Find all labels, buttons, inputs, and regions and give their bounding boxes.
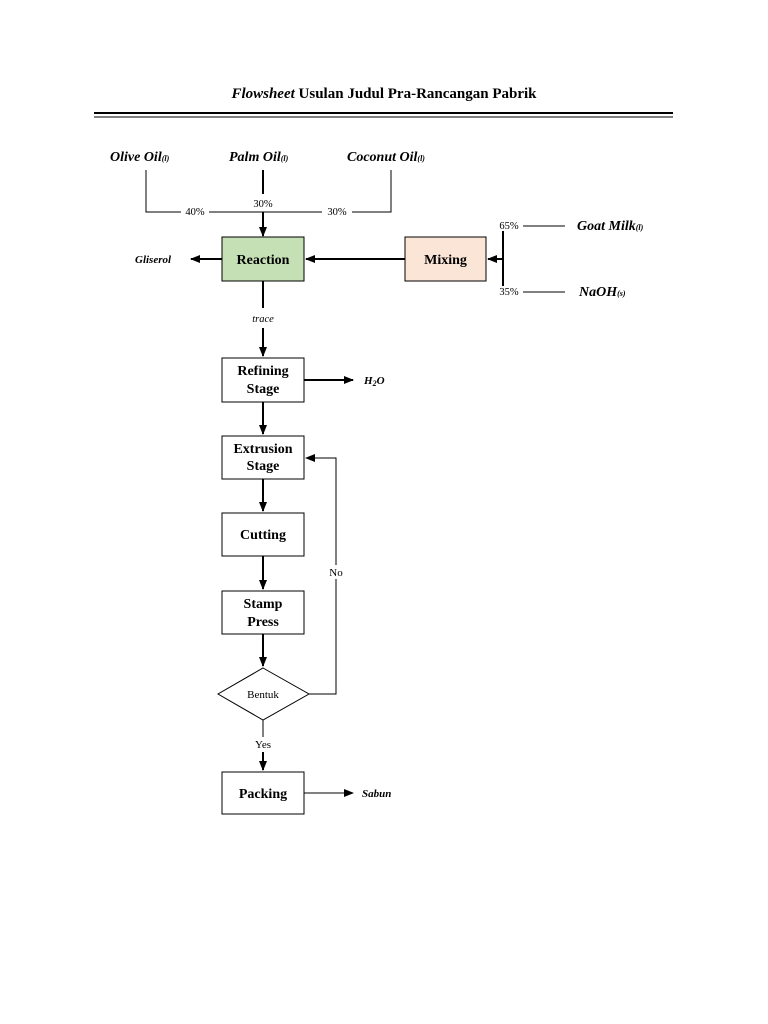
packing-label: Packing: [239, 787, 287, 802]
trace-label: trace: [252, 314, 274, 325]
extrusion-line1: Extrusion: [233, 442, 292, 457]
olive-feed-line: [145, 170, 181, 213]
input-palm-oil: Palm Oil(l): [229, 150, 289, 165]
stamp-line2: Press: [247, 615, 279, 630]
packing-box: [221, 771, 305, 815]
extrusion-line2: Stage: [247, 459, 280, 474]
refining-line1: Refining: [237, 364, 288, 379]
input-naoh: NaOH(s): [578, 285, 626, 300]
output-sabun: Sabun: [362, 788, 391, 800]
input-coconut-oil: Coconut Oil(l): [347, 150, 425, 165]
no-label-bg: [326, 565, 346, 579]
naoh-pct: 35%: [499, 287, 519, 298]
cutting-label: Cutting: [240, 528, 286, 543]
olive-pct: 40%: [185, 207, 205, 218]
input-goat-milk: Goat Milk(l): [577, 219, 644, 234]
no-label: No: [329, 567, 343, 579]
title-italic: Flowsheet: [231, 86, 295, 102]
stamp-line1: Stamp: [244, 597, 283, 612]
mixing-label: Mixing: [424, 253, 467, 268]
goat-pct: 65%: [499, 221, 519, 232]
cutting-box: [221, 512, 305, 557]
coconut-feed-line: [352, 170, 392, 213]
title-rest: Usulan Judul Pra-Rancangan Pabrik: [294, 86, 537, 102]
refining-line2: Stage: [247, 382, 280, 397]
palm-pct: 30%: [253, 199, 273, 210]
output-h2o: H2O: [363, 375, 385, 388]
coconut-pct: 30%: [327, 207, 347, 218]
input-olive-oil: Olive Oil(l): [110, 150, 170, 165]
output-gliserol: Gliserol: [135, 254, 172, 266]
stamp-press-box: [221, 590, 305, 635]
page-title: Flowsheet Usulan Judul Pra-Rancangan Pab…: [0, 86, 768, 103]
decision-label: Bentuk: [247, 689, 279, 701]
yes-label: Yes: [255, 739, 271, 751]
reaction-label: Reaction: [237, 253, 290, 268]
